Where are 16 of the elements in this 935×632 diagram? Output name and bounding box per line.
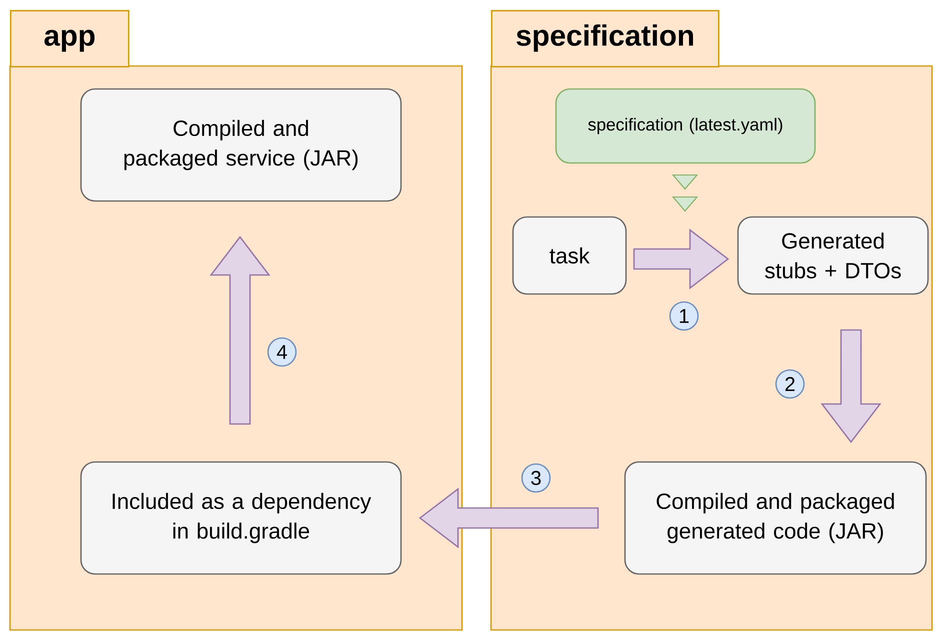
- node-label: app: [44, 30, 95, 52]
- step-number: 2: [775, 369, 805, 399]
- block-arrow: [418, 488, 599, 548]
- block-arrow: [633, 228, 730, 290]
- node-label: specification: [516, 24, 694, 52]
- step-box: task: [512, 216, 627, 295]
- input-box: specification (latest.yaml): [555, 88, 816, 164]
- step-box: Included as a dependency in build.gradle: [80, 461, 402, 575]
- step-number: 4: [267, 337, 297, 367]
- step-number: 3: [521, 463, 551, 493]
- step-box: Compiled and packaged generated code (JAR): [624, 461, 927, 575]
- block-arrow: [210, 236, 270, 425]
- step-number: 1: [669, 301, 699, 331]
- step-box: Generated stubs + DTOs: [737, 216, 929, 295]
- block-arrow: [820, 329, 882, 444]
- step-box: Compiled and packaged service (JAR): [80, 88, 402, 202]
